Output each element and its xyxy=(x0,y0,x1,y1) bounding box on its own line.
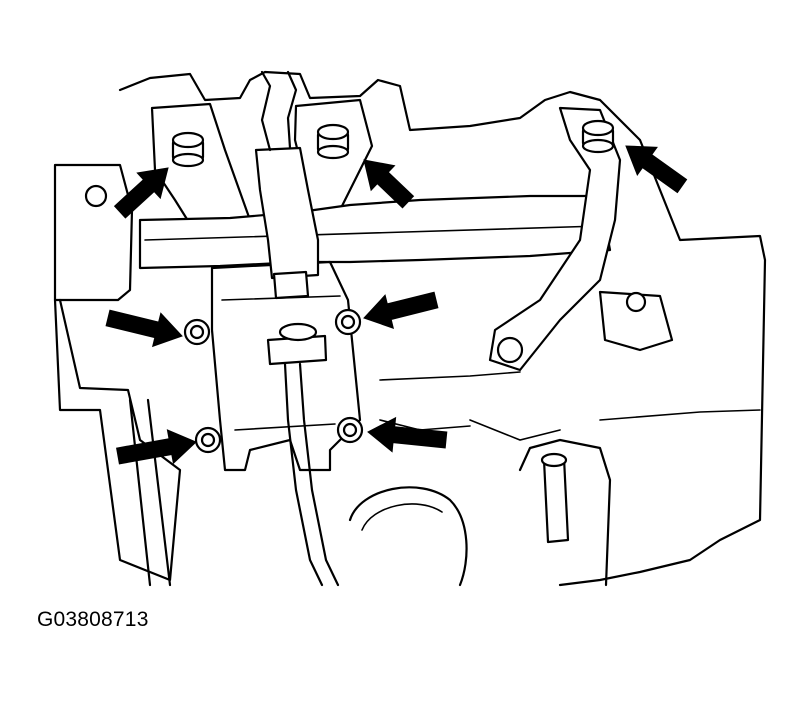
frame-hole xyxy=(84,184,108,208)
lower-round-boss-inner xyxy=(361,503,443,531)
sensor-connector xyxy=(254,146,320,280)
sensor-lead-wire-2 xyxy=(298,362,340,587)
bolt-arrow-top-right xyxy=(625,145,688,194)
bolt-top-center xyxy=(316,123,350,160)
connector-wire-a xyxy=(260,70,272,152)
bolt-arrow-top-center xyxy=(363,159,415,209)
bolt-lower-right xyxy=(336,416,364,444)
callout-arrows xyxy=(105,145,688,465)
right-mount-lug xyxy=(598,290,674,352)
left-frame-lower xyxy=(53,298,182,582)
bolt-arrow-mid-right xyxy=(363,291,439,329)
bolt-arrow-mid-left xyxy=(105,309,183,348)
engine-bracket-diagram xyxy=(53,70,767,587)
casting-edge-1 xyxy=(379,371,521,381)
right-arm-hole xyxy=(496,336,524,364)
lower-round-boss xyxy=(348,486,468,587)
casting-edge-2 xyxy=(599,409,761,421)
bolt-mid-left xyxy=(183,318,211,346)
connector-wire-b xyxy=(286,70,298,150)
casting-edge-4 xyxy=(469,419,561,441)
bolt-arrow-lower-left xyxy=(116,429,197,465)
cross-tube-highlight xyxy=(144,225,601,241)
bolt-arrow-top-left xyxy=(113,167,169,219)
lower-right-pin xyxy=(542,456,570,544)
lower-left-rail xyxy=(128,398,152,587)
lower-right-pin-top xyxy=(540,452,568,468)
lower-left-rail-2 xyxy=(146,398,172,587)
bolt-lower-left xyxy=(194,426,222,454)
sensor-lead-wire xyxy=(283,362,324,587)
figure-code: G03808713 xyxy=(37,608,149,631)
engine-casting-outline xyxy=(118,70,767,587)
right-lug-hole xyxy=(625,291,647,313)
bolt-mid-right xyxy=(334,308,362,336)
connector-lock xyxy=(272,270,310,300)
center-bracket-inner-2 xyxy=(234,423,336,431)
sensor-cap xyxy=(278,322,318,342)
lower-right-boss xyxy=(518,438,612,587)
bolt-top-right xyxy=(581,119,615,154)
bolt-arrow-lower-right xyxy=(367,416,448,453)
cross-tube xyxy=(138,194,612,270)
bolt-top-left xyxy=(171,131,205,168)
